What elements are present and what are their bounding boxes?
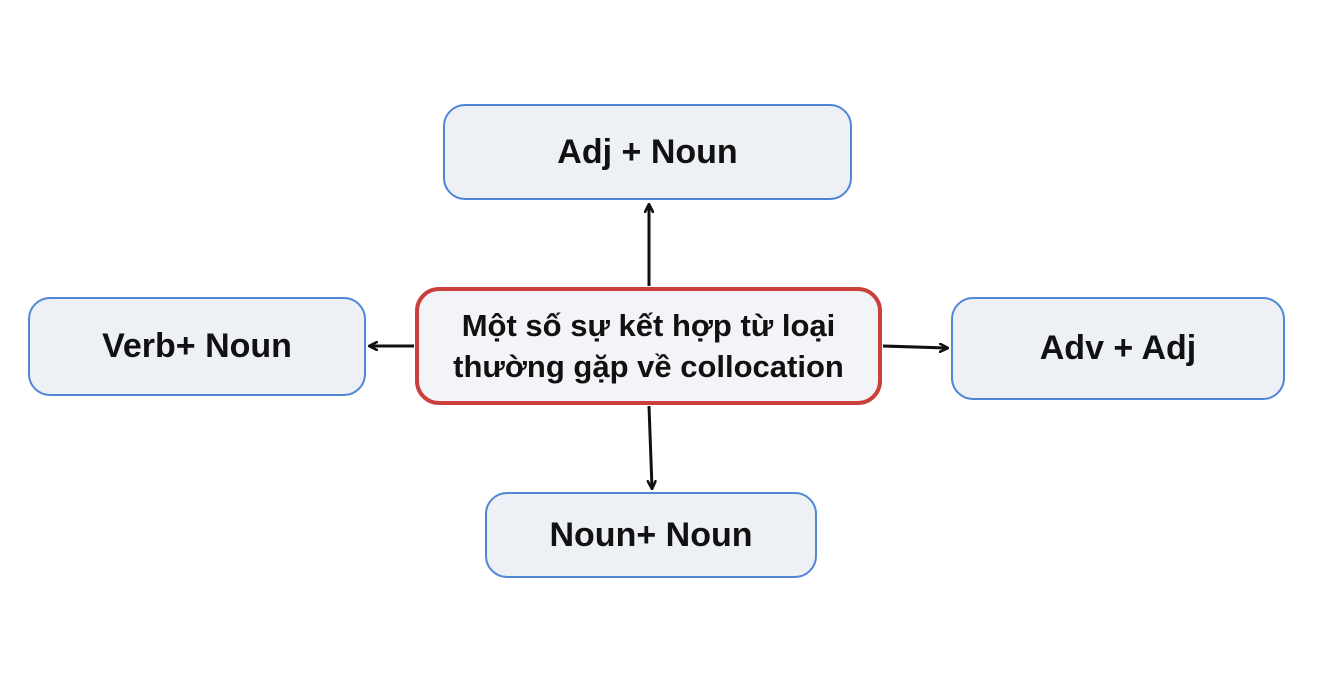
node-noun-noun-label: Noun+ Noun — [549, 515, 753, 554]
node-verb-noun-label: Verb+ Noun — [102, 327, 292, 365]
arrow-to-right — [882, 346, 947, 348]
node-noun-noun: Noun+ Noun — [485, 492, 817, 578]
center-line-2: thường gặp về collocation — [453, 349, 844, 384]
node-adv-adj-label: Adv + Adj — [1039, 329, 1197, 367]
arrow-to-bottom — [649, 405, 652, 488]
node-adv-adj: Adv + Adj — [951, 297, 1285, 400]
center-line-1: Một số sự kết hợp từ loại — [461, 308, 836, 343]
center-node: Một số sự kết hợp từ loại thường gặp về … — [415, 287, 882, 405]
node-verb-noun: Verb+ Noun — [28, 297, 366, 396]
node-adj-noun-label: Adj + Noun — [557, 132, 738, 171]
node-adj-noun: Adj + Noun — [443, 104, 852, 200]
center-node-text: Một số sự kết hợp từ loại thường gặp về … — [453, 305, 844, 387]
